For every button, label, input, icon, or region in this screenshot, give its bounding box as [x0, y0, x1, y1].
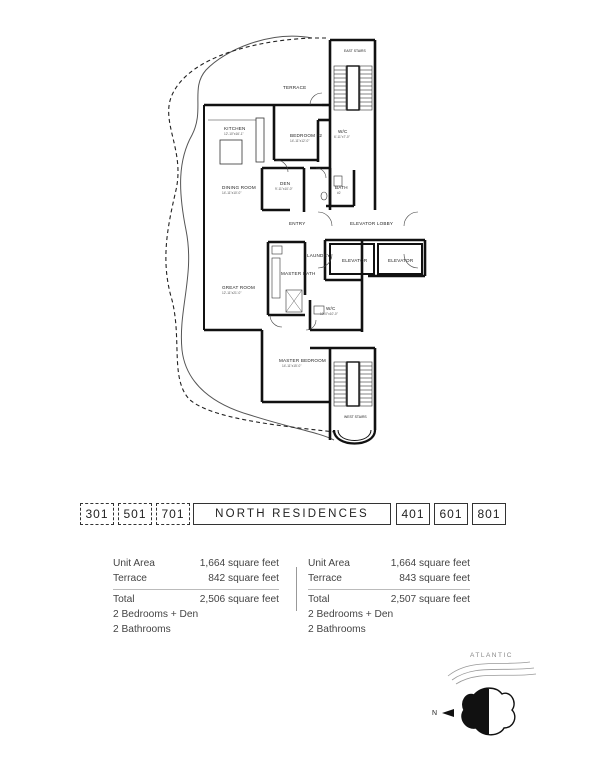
room-label-east-stairs: EAST STAIRS [344, 49, 366, 53]
north-label: N [432, 710, 437, 717]
spec-label: Total [308, 594, 330, 605]
room-dim-dining: 14'-11"x10'-0" [222, 191, 241, 195]
spec-value: 1,664 square feet [390, 558, 470, 569]
spec-label: Unit Area [113, 558, 155, 569]
unit-box-right-2: 601 [434, 503, 468, 525]
spec-value: 843 square feet [399, 573, 470, 584]
unit-box-left-3: 701 [156, 503, 190, 525]
unit-box-right-3: 801 [472, 503, 506, 525]
room-label-bath2: BATH [335, 185, 348, 190]
room-label-den: DEN [280, 181, 290, 186]
east-stairs [333, 65, 373, 111]
ocean-label: ATLANTIC [470, 652, 513, 659]
room-label-kitchen: KITCHEN [224, 126, 246, 131]
room-dim-great-room: 12'-11"x21'-0" [222, 291, 241, 295]
elevator-1-shaft [329, 243, 375, 275]
room-label-elevator-lobby: ELEVATOR LOBBY [350, 221, 393, 226]
room-dim-wc1: 6'-11"x7'-0" [334, 135, 350, 139]
room-label-west-stairs: WEST STAIRS [344, 415, 367, 419]
residence-title: NORTH RESIDENCES [193, 503, 391, 525]
room-label-wc2: W/C [326, 306, 336, 311]
spec-bedrooms: 2 Bedrooms + Den [308, 609, 394, 620]
spec-row-terrace: Terrace 843 square feet [308, 571, 470, 586]
room-dim-kitchen: 12'-10"x16'-1" [224, 132, 244, 136]
spec-block-left: Unit Area 1,664 square feet Terrace 842 … [113, 556, 279, 637]
spec-divider-line [113, 589, 279, 590]
kitchen-counter [255, 117, 265, 163]
spec-label: Total [113, 594, 135, 605]
spec-divider-line [308, 589, 470, 590]
unit-box-left-2: 501 [118, 503, 152, 525]
room-dim-bath2: #2 [337, 191, 341, 195]
room-label-dining: DINING ROOM [222, 185, 256, 190]
spec-row-unit-area: Unit Area 1,664 square feet [308, 556, 470, 571]
unit-box-left-1: 301 [80, 503, 114, 525]
room-label-great-room: GREAT ROOM [222, 285, 255, 290]
spec-column-divider [296, 567, 297, 611]
spec-row-terrace: Terrace 842 square feet [113, 571, 279, 586]
spec-row-unit-area: Unit Area 1,664 square feet [113, 556, 279, 571]
terrace-dashed-boundary [165, 37, 336, 433]
spec-value: 2,506 square feet [199, 594, 279, 605]
room-dim-wc2: 10'-0"x10'-0" [320, 312, 338, 316]
kitchen-island [219, 139, 243, 165]
spec-value: 842 square feet [208, 573, 279, 584]
spec-label: Terrace [113, 573, 147, 584]
room-label-laundry: LAUNDRY [307, 253, 330, 258]
wave-lines [447, 661, 537, 685]
spec-row-total: Total 2,507 square feet [308, 592, 470, 607]
room-dim-master-bedroom: 14'-11"x15'-0" [282, 364, 301, 368]
spec-bathrooms: 2 Bathrooms [113, 624, 171, 635]
site-key-compass: ATLANTIC N [432, 652, 537, 736]
spec-bathrooms: 2 Bathrooms [308, 624, 366, 635]
room-label-bedroom2: BEDROOM #2 [290, 133, 322, 138]
north-arrow-icon [442, 709, 454, 717]
room-label-entry: ENTRY [289, 221, 306, 226]
room-dim-den: 9'-11"x10'-0" [275, 187, 293, 191]
room-label-terrace: TERRACE [283, 85, 306, 90]
room-label-elevator-2: ELEVATOR [388, 258, 414, 263]
room-label-elevator-1: ELEVATOR [342, 258, 368, 263]
room-dim-bedroom2: 14'-11"x12'-0" [290, 139, 309, 143]
room-label-wc1: W/C [338, 129, 348, 134]
building-footprint-icon [461, 687, 516, 736]
spec-value: 2,507 square feet [390, 594, 470, 605]
spec-label: Unit Area [308, 558, 350, 569]
room-label-master-bath: MASTER BATH [281, 271, 316, 276]
spec-value: 1,664 square feet [199, 558, 279, 569]
room-label-master-bedroom: MASTER BEDROOM [279, 358, 326, 363]
unit-box-right-1: 401 [396, 503, 430, 525]
terrace-outline [180, 35, 335, 441]
spec-bedrooms: 2 Bedrooms + Den [113, 609, 199, 620]
west-stairs [332, 361, 377, 445]
floor-plan: TERRACE KITCHEN 12'-10"x16'-1" BEDROOM #… [165, 35, 427, 445]
elevator-2-shaft [377, 243, 423, 275]
spec-row-total: Total 2,506 square feet [113, 592, 279, 607]
spec-label: Terrace [308, 573, 342, 584]
spec-block-right: Unit Area 1,664 square feet Terrace 843 … [308, 556, 470, 637]
